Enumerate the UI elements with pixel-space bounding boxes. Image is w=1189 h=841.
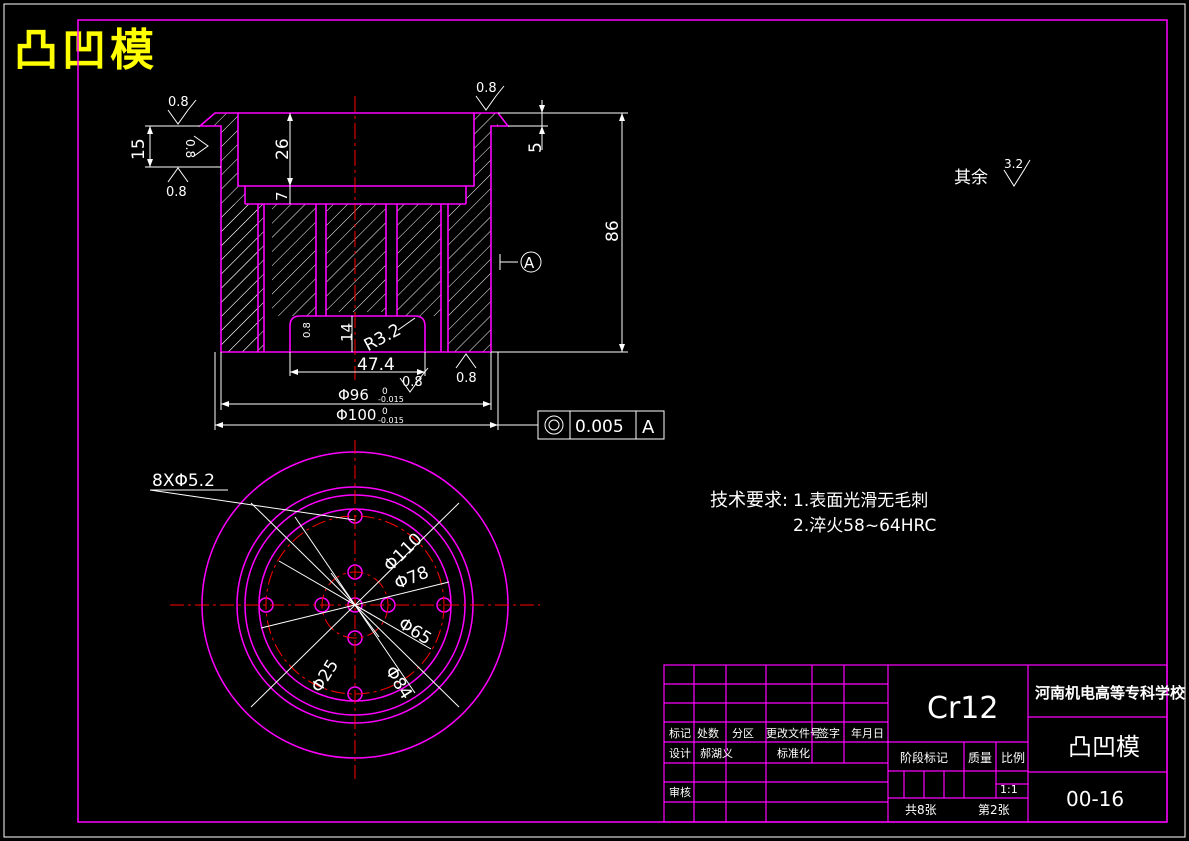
roughness-bottom-right: 0.8 bbox=[456, 371, 477, 386]
section-view: 0.8 0.8 0.8 0.8 0.8 0.8 0.8 15 26 7 5 86… bbox=[129, 81, 1031, 440]
title-block: 标记 处数 分区 更改文件号 签字 年月日 设计 郝湖义 标准化 审核 阶段标记… bbox=[663, 664, 1186, 823]
hatched-material bbox=[200, 113, 498, 352]
dim-d96-upper: 0 bbox=[382, 387, 388, 397]
design-label: 设计 bbox=[669, 747, 691, 760]
standardize-label: 标准化 bbox=[777, 746, 810, 760]
plan-leaders bbox=[149, 489, 460, 708]
dim-d100-upper: 0 bbox=[382, 407, 388, 417]
stage-label: 阶段标记 bbox=[900, 750, 948, 765]
plan-view: 8XΦ5.2 Φ110 Φ78 Φ65 Φ25 Φ84 bbox=[149, 440, 540, 780]
header-2: 处数 bbox=[697, 727, 719, 740]
dim-47: 47.4 bbox=[357, 355, 395, 375]
dim-d65: Φ65 bbox=[395, 614, 435, 650]
roughness-rest-label: 其余 bbox=[954, 168, 988, 188]
drawing-number: 00-16 bbox=[1066, 787, 1124, 811]
section-outline bbox=[197, 112, 510, 353]
dim-d96-lower: -0.015 bbox=[378, 395, 404, 404]
roughness-side-left: 0.8 bbox=[183, 139, 197, 158]
school-name: 河南机电高等专科学校 bbox=[1035, 684, 1186, 702]
scale-value: 1:1 bbox=[1000, 783, 1018, 796]
scale-label: 比例 bbox=[1001, 751, 1025, 765]
sheet-title: 凸凹模 bbox=[14, 25, 158, 76]
notes: 其余 3.2 技术要求: 1.表面光滑无毛刺 2.淬火58~64HRC bbox=[710, 157, 1023, 536]
designer-name: 郝湖义 bbox=[700, 746, 733, 760]
holes-label: 8XΦ5.2 bbox=[152, 471, 215, 491]
dim-26: 26 bbox=[273, 138, 293, 160]
roughness-symbols bbox=[167, 85, 1031, 393]
header-3: 分区 bbox=[732, 727, 754, 740]
roughness-bottom-left: 0.8 bbox=[166, 185, 187, 200]
roughness-small-left: 0.8 bbox=[302, 322, 313, 338]
dim-7: 7 bbox=[273, 191, 291, 201]
dim-15: 15 bbox=[129, 138, 149, 160]
dim-14: 14 bbox=[338, 323, 356, 342]
header-6: 年月日 bbox=[851, 726, 884, 740]
header-5: 签字 bbox=[818, 726, 840, 740]
header-4: 更改文件号 bbox=[766, 726, 821, 740]
tech-item-2: 2.淬火58~64HRC bbox=[793, 516, 936, 536]
dim-d100-lower: -0.015 bbox=[378, 416, 404, 425]
review-label: 审核 bbox=[669, 785, 691, 799]
part-name: 凸凹模 bbox=[1068, 733, 1140, 761]
dim-radius: R3.2 bbox=[361, 320, 405, 356]
tolerance-value: 0.005 bbox=[575, 417, 624, 437]
arrowheads bbox=[147, 105, 625, 428]
roughness-top-right: 0.8 bbox=[476, 81, 497, 96]
dim-d25: Φ25 bbox=[308, 656, 344, 696]
weight-label: 质量 bbox=[968, 751, 992, 765]
sheet-number: 第2张 bbox=[978, 803, 1010, 817]
tolerance-datum: A bbox=[642, 417, 655, 438]
total-sheets: 共8张 bbox=[905, 803, 937, 817]
inner-frame bbox=[77, 19, 1168, 823]
tech-heading: 技术要求: bbox=[710, 490, 788, 511]
roughness-rest-value: 3.2 bbox=[1004, 157, 1023, 171]
roughness-top-left: 0.8 bbox=[168, 95, 189, 110]
tech-item-1: 1.表面光滑无毛刺 bbox=[793, 491, 928, 511]
datum-label: A bbox=[524, 254, 535, 272]
dim-5: 5 bbox=[526, 142, 546, 153]
dim-d84: Φ84 bbox=[380, 663, 416, 703]
outer-frame bbox=[3, 3, 1186, 838]
tolerance-frame bbox=[537, 410, 665, 440]
material: Cr12 bbox=[927, 691, 998, 726]
dim-86: 86 bbox=[603, 220, 623, 242]
dim-d96: Φ96 bbox=[338, 386, 369, 404]
plan-centerlines bbox=[170, 440, 540, 780]
dim-d100: Φ100 bbox=[336, 406, 376, 424]
roughness-bottom-inner: 0.8 bbox=[402, 375, 423, 390]
header-1: 标记 bbox=[669, 726, 691, 740]
